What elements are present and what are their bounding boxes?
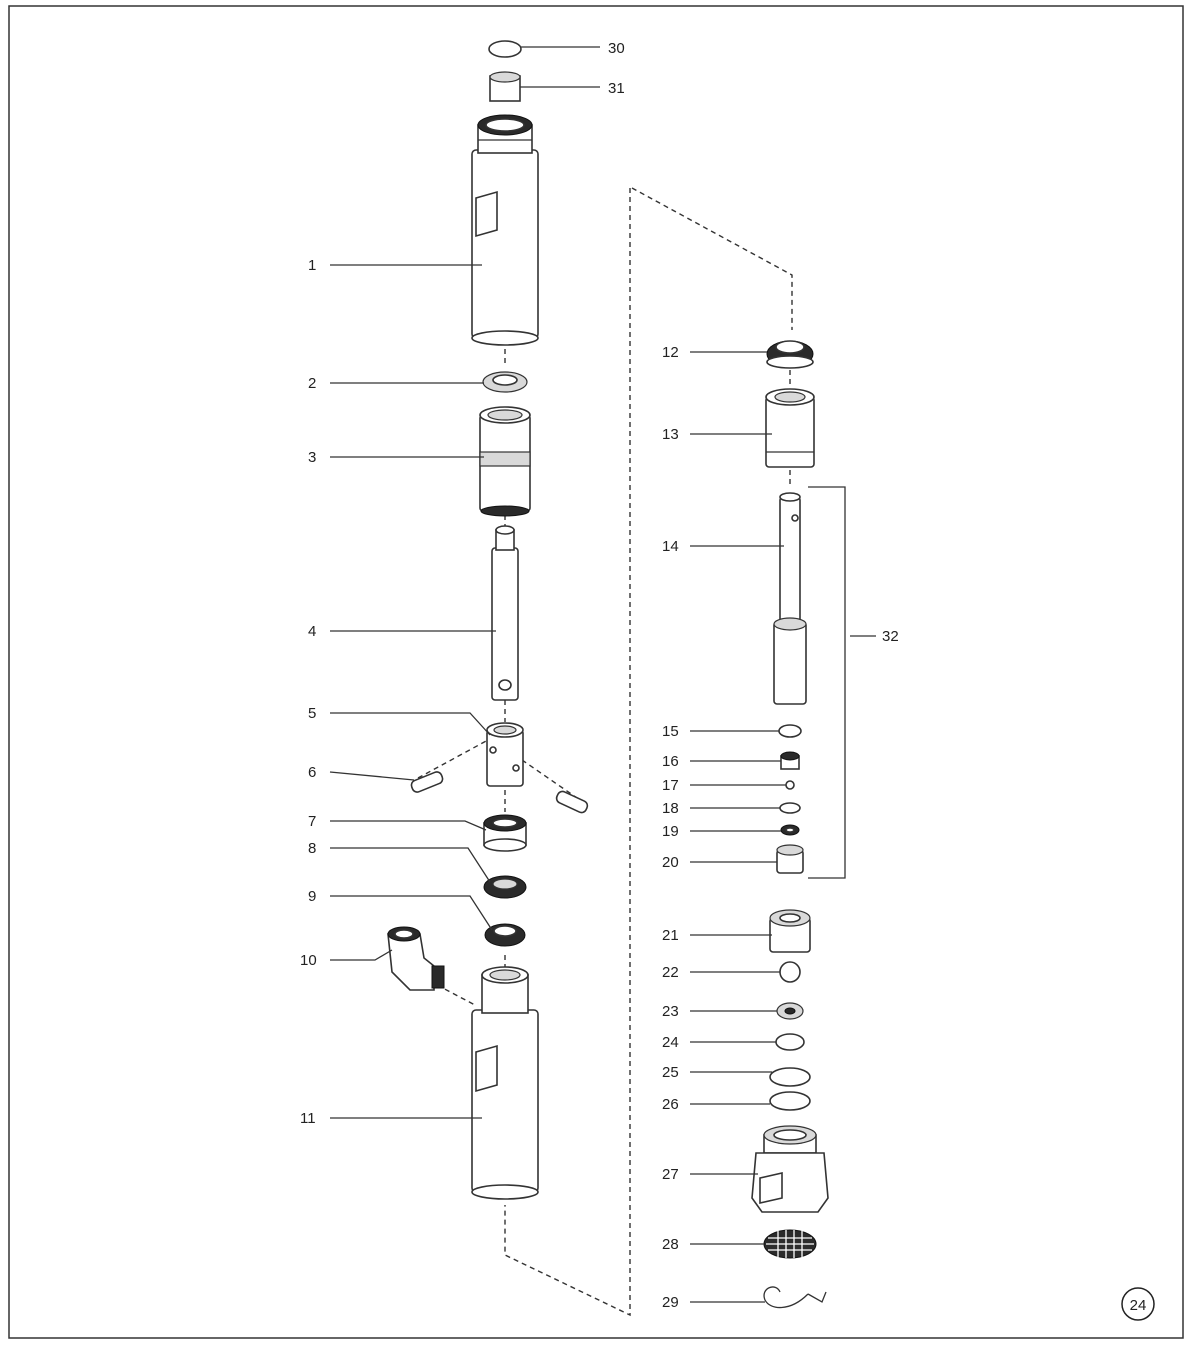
part-24-o-ring: [775, 1033, 805, 1051]
part-14-valve-rod: [773, 492, 807, 705]
part-29-clip: [763, 1286, 827, 1309]
part-5-coupler: [486, 722, 524, 787]
part-6-pins: [410, 771, 589, 814]
callout-10: 10: [300, 952, 317, 969]
callout-28: 28: [662, 1236, 679, 1253]
bracket-32: [808, 486, 846, 879]
part-17-ball: [785, 780, 795, 790]
callout-25: 25: [662, 1064, 679, 1081]
callout-12: 12: [662, 344, 679, 361]
callout-9: 9: [308, 888, 316, 905]
part-13-sleeve: [765, 388, 815, 468]
callout-26: 26: [662, 1096, 679, 1113]
part-9-packing-ring: [484, 923, 526, 947]
part-12-seal: [766, 340, 814, 369]
part-7-packing: [483, 814, 527, 852]
part-10-elbow-fitting: [387, 926, 445, 991]
callout-29: 29: [662, 1294, 679, 1311]
part-8-packing-ring: [483, 875, 527, 899]
callout-21: 21: [662, 927, 679, 944]
part-20-nut: [776, 844, 804, 874]
callout-24: 24: [662, 1034, 679, 1051]
figure-number: 24: [1130, 1297, 1147, 1314]
callout-30: 30: [608, 40, 625, 57]
callout-3: 3: [308, 449, 316, 466]
callout-23: 23: [662, 1003, 679, 1020]
callout-8: 8: [308, 840, 316, 857]
part-31-bushing: [489, 71, 521, 102]
callout-1: 1: [308, 257, 316, 274]
part-19-washer: [780, 824, 800, 836]
part-30-retaining-ring: [488, 40, 522, 58]
part-15-o-ring: [778, 724, 802, 738]
part-3-sleeve: [479, 406, 531, 517]
part-2-seal-ring: [482, 371, 528, 393]
leader-lines: [329, 46, 876, 1303]
callout-14: 14: [662, 538, 679, 555]
callout-31: 31: [608, 80, 625, 97]
part-4-piston-rod: [491, 525, 519, 701]
callout-20: 20: [662, 854, 679, 871]
callout-15: 15: [662, 723, 679, 740]
callout-2: 2: [308, 375, 316, 392]
part-22-ball: [779, 961, 801, 983]
callout-13: 13: [662, 426, 679, 443]
callout-22: 22: [662, 964, 679, 981]
part-25-o-ring: [769, 1067, 811, 1087]
callout-19: 19: [662, 823, 679, 840]
callout-18: 18: [662, 800, 679, 817]
part-16-seal-nut: [780, 751, 800, 770]
callout-17: 17: [662, 777, 679, 794]
callout-7: 7: [308, 813, 316, 830]
part-11-lower-cylinder: [471, 966, 539, 1200]
callout-27: 27: [662, 1166, 679, 1183]
part-26-o-ring: [769, 1091, 811, 1111]
part-18-o-ring: [779, 802, 801, 814]
callout-16: 16: [662, 753, 679, 770]
part-28-strainer: [763, 1229, 817, 1259]
part-21-valve-seat-housing: [769, 909, 811, 953]
callout-5: 5: [308, 705, 316, 722]
callout-4: 4: [308, 623, 316, 640]
dashed-guides: [417, 187, 793, 1317]
callout-32: 32: [882, 628, 899, 645]
figure-frame: [8, 5, 1184, 1339]
part-23-seat: [776, 1002, 804, 1020]
callout-11: 11: [300, 1110, 316, 1127]
part-1-upper-cylinder: [471, 114, 539, 346]
callout-6: 6: [308, 764, 316, 781]
figure-number-badge: 24: [1121, 1287, 1155, 1321]
part-27-foot-valve-housing: [751, 1125, 829, 1213]
callout-labels: 30 31 1 2 3 4 5 6 7 8 9 10 11 12 13 14 3…: [300, 40, 899, 1311]
